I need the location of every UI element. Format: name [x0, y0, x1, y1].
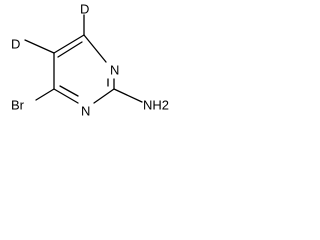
structure-diagram: D D N N Br NH2: [11, 1, 169, 118]
atom-label-deuterium-top: D: [80, 1, 89, 16]
atom-label-nitrogen-lower: N: [81, 103, 90, 118]
atom-label-deuterium-left: D: [11, 36, 20, 51]
atom-label-bromine: Br: [11, 97, 25, 112]
bond-c4-br: [35, 88, 55, 101]
bond-c5-d: [24, 39, 55, 54]
bond-n3-c2: [93, 88, 115, 104]
bond-c2-nh2: [113, 88, 143, 103]
bond-n1-c6: [83, 34, 107, 63]
bond-c4-n3: [53, 88, 79, 104]
bond-c4-n3-double: [59, 85, 79, 97]
atom-label-nitrogen-upper: N: [110, 62, 119, 77]
atom-label-amine: NH2: [143, 97, 169, 112]
bond-c6-c5: [53, 34, 85, 54]
bond-c6-c5-double: [57, 41, 83, 58]
